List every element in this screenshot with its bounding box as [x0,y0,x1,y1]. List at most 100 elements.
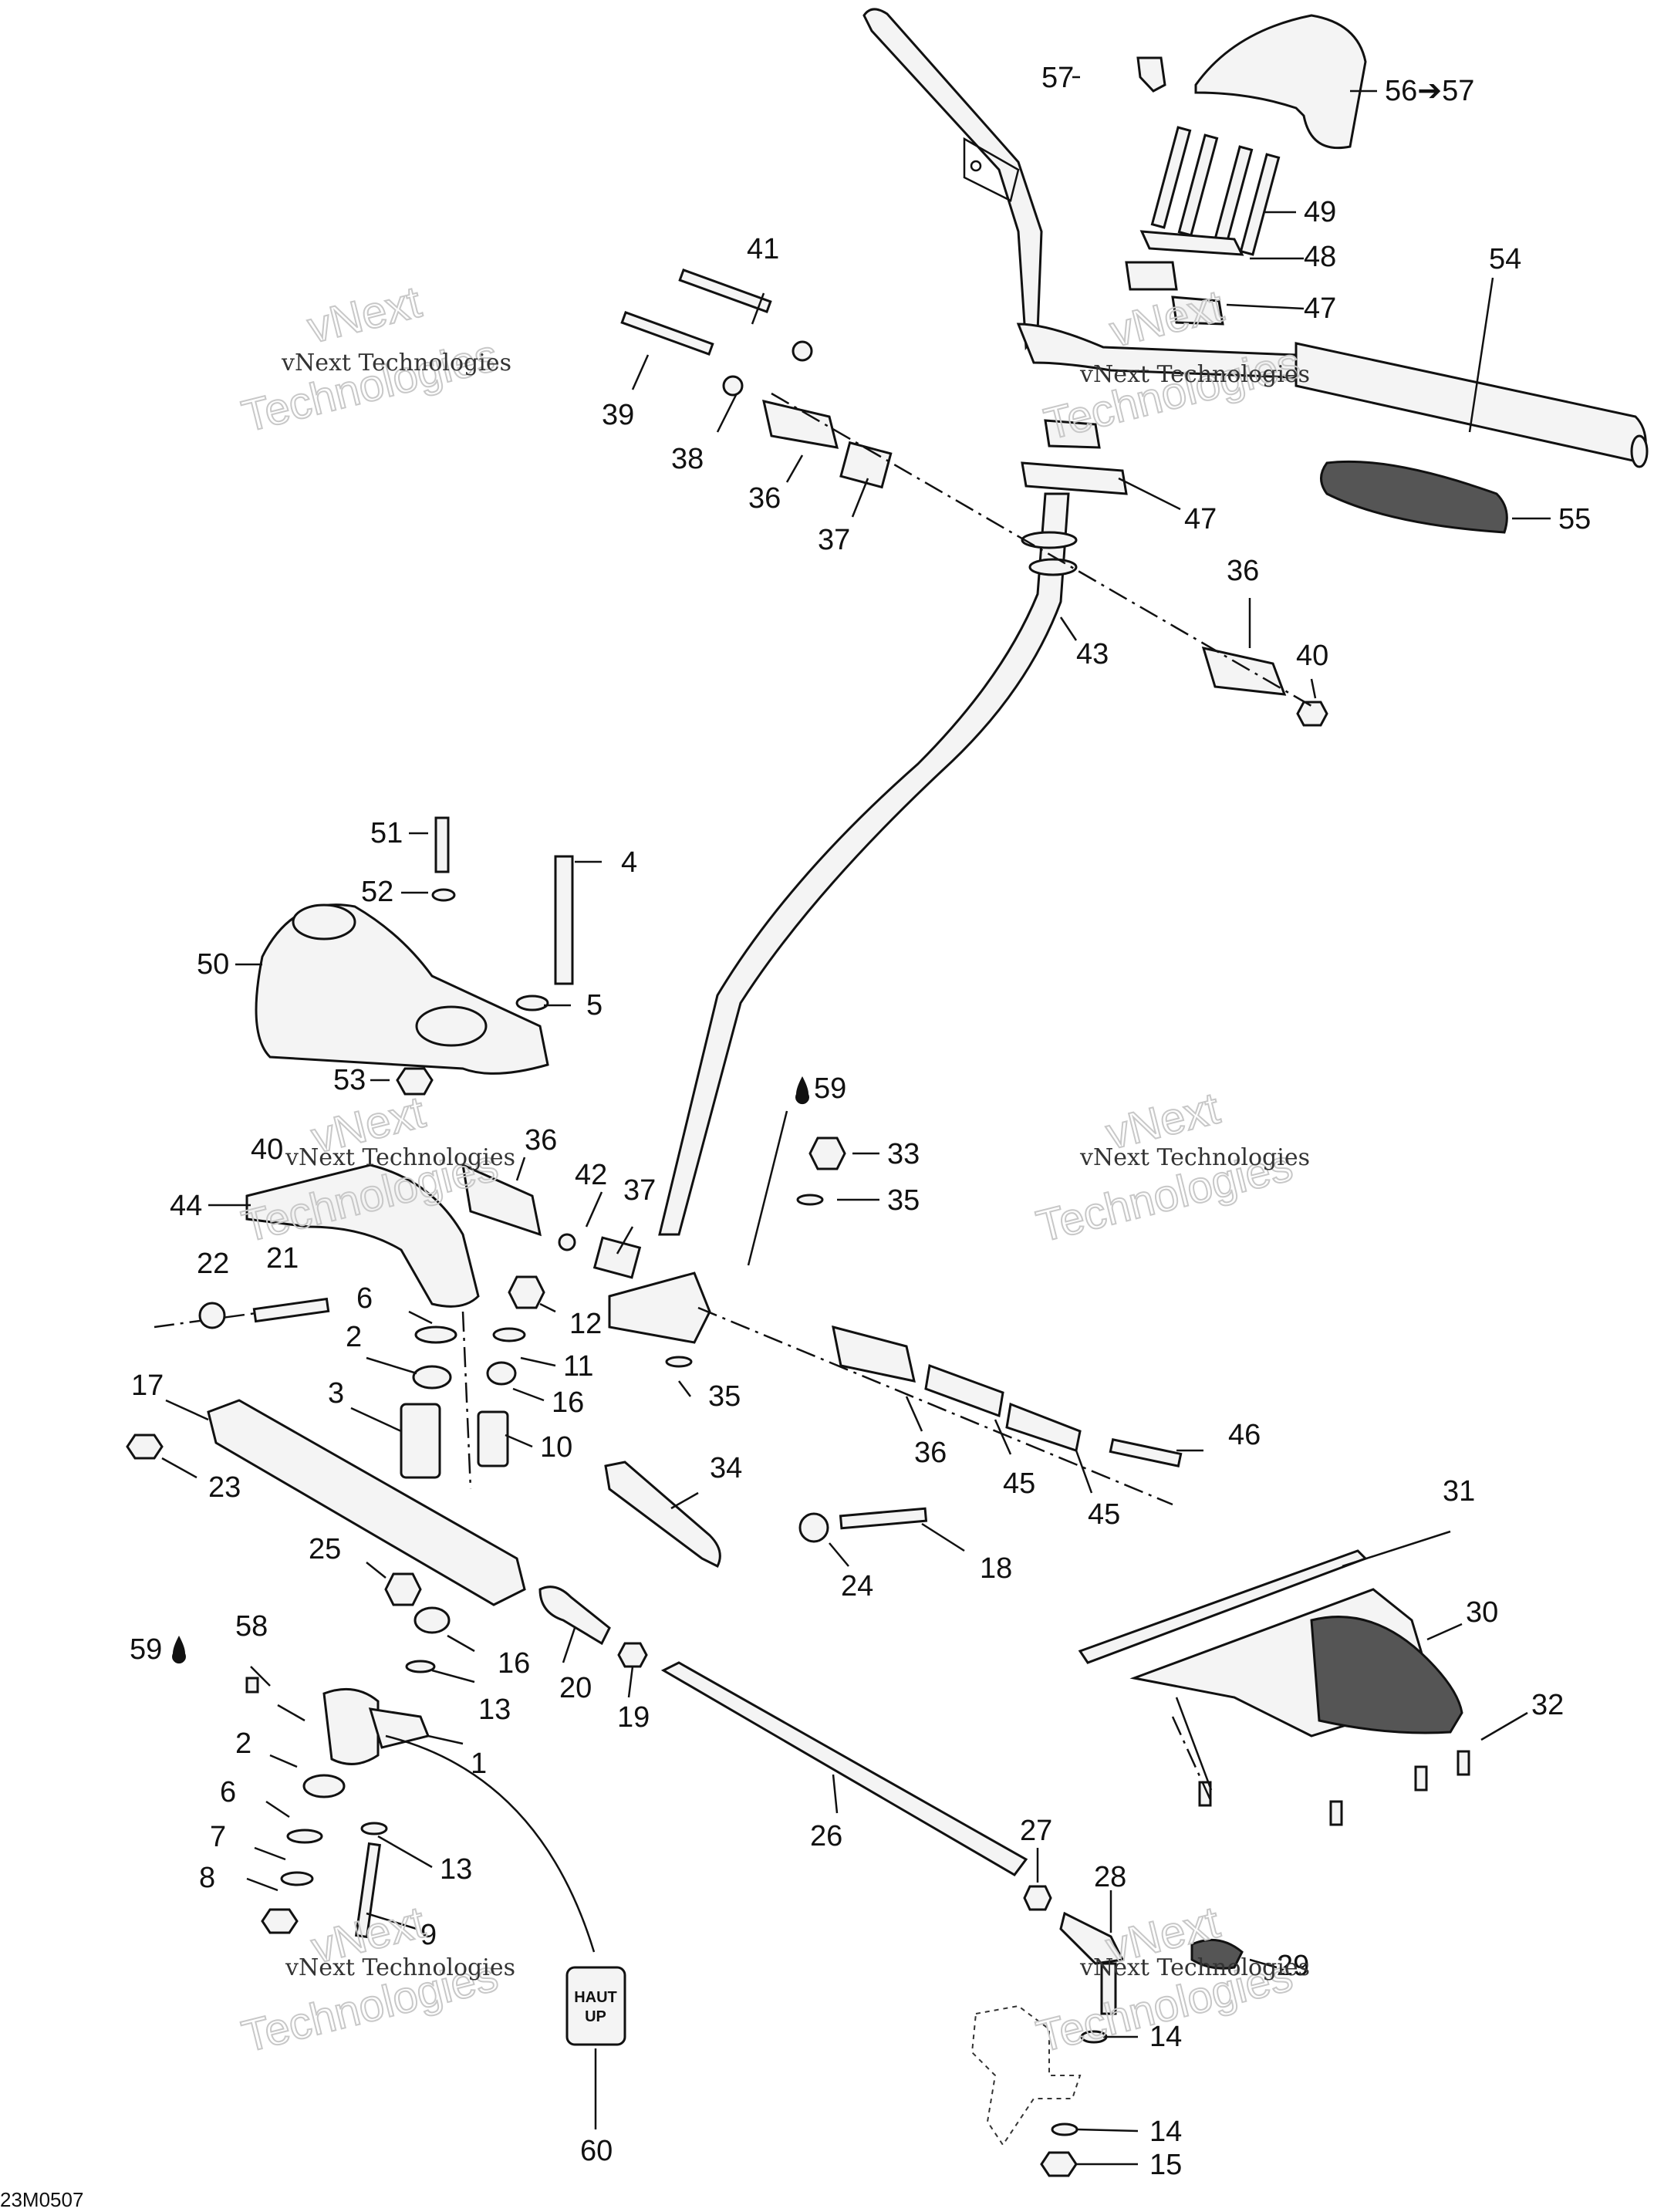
callout-6-upper: 6 [356,1282,373,1315]
ski-leg-outline [970,2004,1082,2146]
column-lower-bracket [608,1271,711,1344]
lower-bracket [245,1163,480,1308]
callout-35-upper: 35 [887,1184,920,1217]
callout-10: 10 [540,1431,572,1464]
callout-27: 27 [1020,1815,1052,1847]
callout-33: 33 [887,1138,920,1170]
watermark-small: vNext Technologies [1079,1144,1310,1171]
upper-clamp-plate [1139,230,1244,256]
bushing-36-right [832,1325,916,1383]
callout-46: 46 [1228,1419,1261,1451]
callout-58: 58 [235,1610,268,1643]
callout-15: 15 [1149,2149,1182,2181]
callout-55: 55 [1558,503,1591,535]
watermark-big: vNext [1105,281,1228,357]
callout-2-lower: 2 [235,1727,251,1760]
boot-29 [1190,1938,1244,1970]
bolt-9 [355,1842,381,1939]
callout-37-mid: 37 [623,1174,656,1207]
bushing-2-upper [412,1365,452,1390]
nut-27 [1023,1885,1052,1911]
watermark-big: vNext [302,277,426,353]
callout-60: 60 [580,2135,613,2167]
steering-column [658,492,1070,1236]
nut-19 [617,1642,648,1668]
callout-22: 22 [197,1248,229,1280]
callout-54: 54 [1489,243,1521,275]
callout-29: 29 [1277,1950,1309,1982]
callout-36-right: 36 [1227,555,1259,587]
nut-25 [384,1572,422,1606]
callout-16-upper: 16 [552,1386,584,1419]
link-45-a [924,1363,1004,1418]
watermark-small: vNext Technologies [1079,361,1310,388]
callout-7: 7 [210,1821,226,1853]
callout-30: 30 [1466,1596,1498,1629]
nut-15 [1040,2151,1078,2177]
nut-23 [126,1434,164,1460]
bolt-18 [839,1507,928,1530]
callout-45-b: 45 [1088,1498,1120,1531]
leader-lines [161,76,1551,2166]
watermark-big: Technologies [237,330,502,442]
callout-51: 51 [370,817,403,849]
callout-38: 38 [671,443,704,475]
callout-41: 41 [747,233,779,265]
callout-28: 28 [1094,1861,1126,1893]
handlebar-clamp-bolts [1150,126,1281,256]
svg-text:HAUT: HAUT [574,1989,617,2006]
callout-19: 19 [617,1701,650,1734]
callout-20: 20 [559,1672,592,1704]
callout-37-upper: 37 [818,524,850,556]
callout-11: 11 [563,1350,593,1383]
cover-clip [1136,56,1166,93]
spacer-3 [400,1403,441,1479]
callout-32: 32 [1531,1689,1564,1721]
callout-26: 26 [810,1820,842,1852]
callout-40-mid: 40 [251,1133,283,1166]
bushing-mid [461,1163,542,1237]
watermark-small: vNext Technologies [281,350,511,377]
bolt-4 [554,855,574,985]
callout-36-upper: 36 [748,482,781,515]
bolt-39 [620,310,714,356]
washer-42 [558,1233,576,1251]
ball-joint-stud [1100,1962,1117,2015]
oil-drop-icon [795,1076,809,1105]
nut-12 [508,1275,545,1309]
nut-8 [261,1908,299,1934]
nut-53 [396,1067,434,1096]
lower-arm [322,1687,380,1765]
watermark-small: vNext Technologies [285,1954,515,1981]
callout-52: 52 [361,876,393,908]
svg-text:UP: UP [585,2008,606,2025]
callout-18: 18 [980,1552,1012,1585]
nut-33 [808,1136,846,1170]
callout-47-lower: 47 [1184,503,1217,535]
watermarks: vNext Technologies vNext Technologies vN… [236,276,1310,2063]
callout-50: 50 [197,948,229,981]
handlebar-end [1630,434,1649,468]
callout-13-lower: 13 [440,1853,472,1886]
spacer-37-mid [592,1236,642,1279]
callout-6-lower: 6 [220,1776,236,1808]
callout-3: 3 [328,1377,344,1410]
watermark-small: vNext Technologies [285,1144,515,1171]
support-plate [207,1399,526,1606]
bushing-2-lower [302,1774,346,1798]
bolt-21 [252,1297,330,1323]
callout-48: 48 [1304,241,1336,273]
callout-59-top: 59 [814,1072,846,1105]
callout-17: 17 [131,1369,164,1402]
spacer-upper [839,441,893,489]
washer-22 [198,1302,226,1329]
callout-2-upper: 2 [346,1321,362,1353]
grease-fitting [245,1677,259,1694]
callout-57-top: 57 [1041,62,1074,94]
diagram-code: 23M0507 [0,2188,83,2211]
callout-9: 9 [420,1919,437,1951]
spacer-10 [477,1410,509,1467]
callout-13-upper: 13 [478,1694,511,1726]
steering-arm [604,1461,721,1569]
